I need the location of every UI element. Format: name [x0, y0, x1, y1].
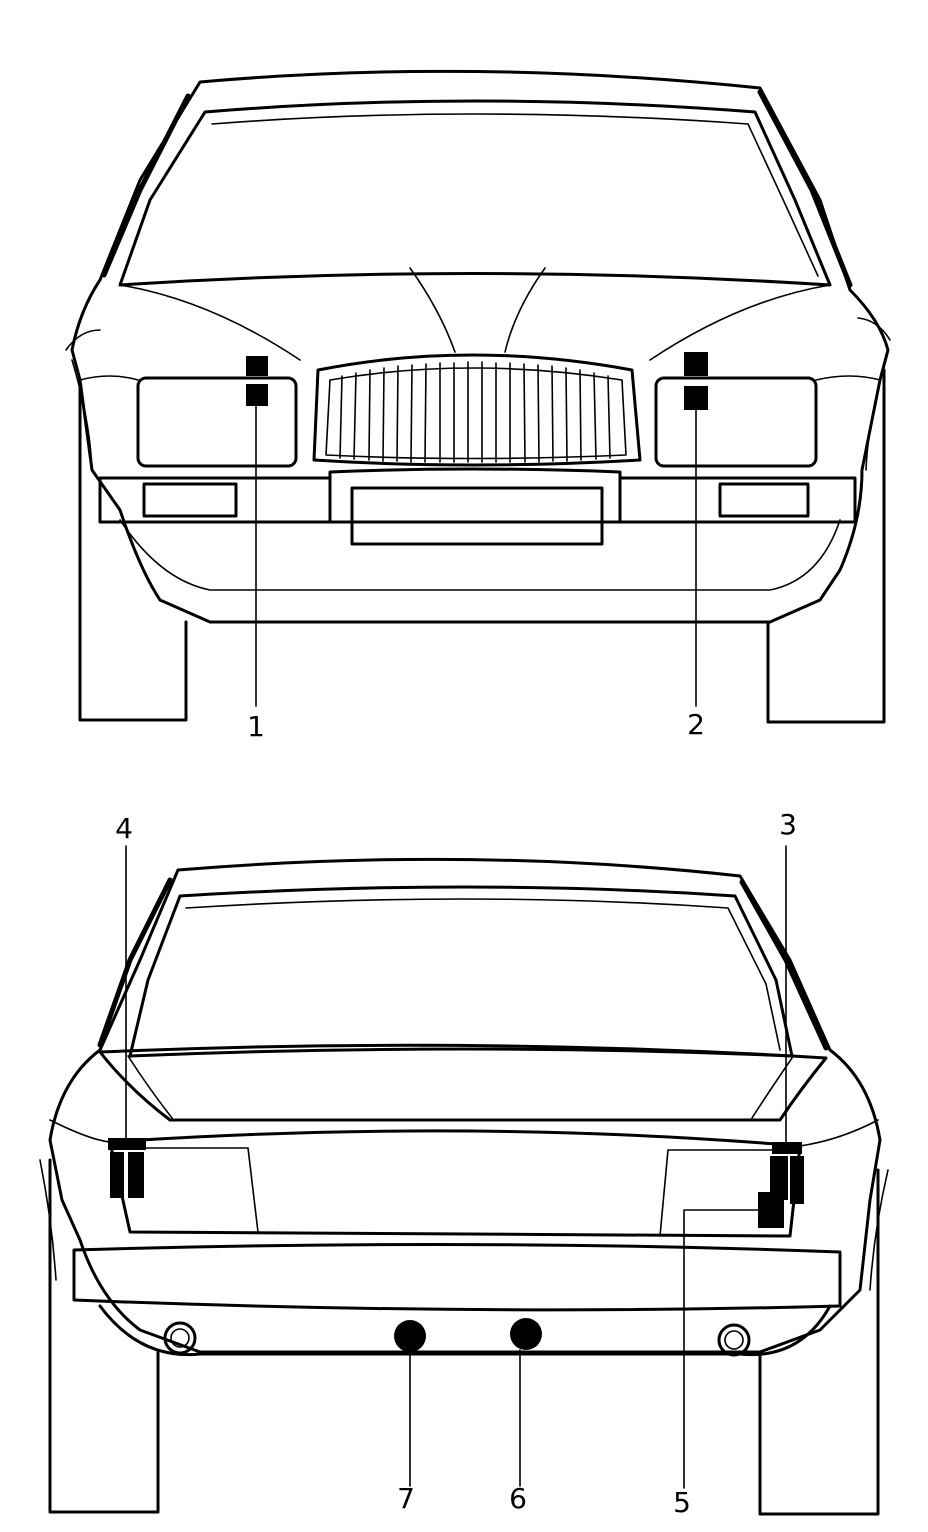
front-right-lamp-marker	[684, 352, 708, 410]
callout-6: 6	[509, 1482, 527, 1515]
rear-fog-lamp-markers	[394, 1318, 542, 1352]
callout-3: 3	[779, 808, 797, 841]
front-left-lamp-marker	[246, 356, 268, 406]
leader-line-5	[683, 1209, 759, 1489]
callout-4: 4	[115, 812, 133, 845]
callout-7: 7	[397, 1482, 415, 1515]
callout-2: 2	[687, 708, 705, 741]
rear-left-lamp-marker	[108, 1138, 146, 1198]
callout-5: 5	[673, 1486, 691, 1519]
car-front-view	[65, 69, 891, 724]
car-rear-view	[39, 857, 889, 1516]
callout-1: 1	[247, 710, 265, 743]
rear-right-lamp-marker	[758, 1142, 804, 1228]
radiator-grille-bars	[339, 361, 611, 463]
